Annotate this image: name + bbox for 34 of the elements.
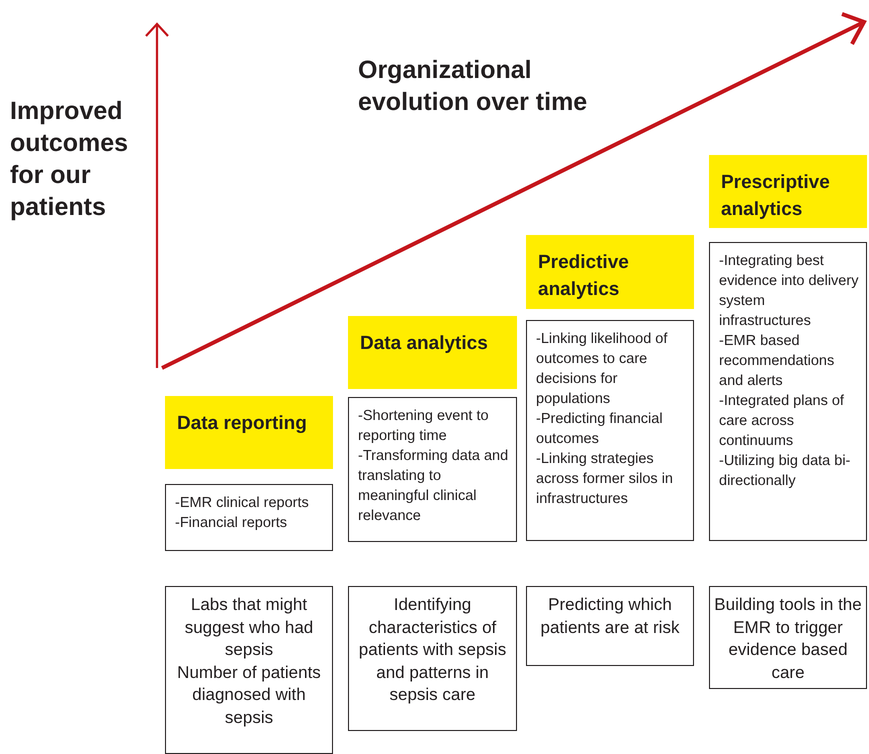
- axis-label: Organizational evolution over time: [358, 55, 588, 118]
- example-box: [165, 586, 333, 754]
- example-text: Identifying characteristics of patients with sepsis and patterns in sepsis care: [358, 594, 508, 706]
- bullet-text: -Predicting financial outcomes: [536, 410, 664, 449]
- heading-text: Data reporting: [177, 412, 308, 436]
- bullet-text: -EMR clinical reports: [175, 494, 310, 513]
- bullet-box: [709, 242, 867, 541]
- stage-heading: [165, 396, 333, 469]
- bullet-text: -Utilizing big data bi-directionally: [719, 452, 852, 491]
- stage-heading: [348, 316, 517, 389]
- example-box: [348, 586, 517, 731]
- bullet-text: -EMR based recommendations and alerts: [719, 332, 836, 391]
- example-text: Building tools in the EMR to trigger evidence based care: [714, 594, 862, 684]
- heading-text: Predictive analytics: [538, 251, 630, 302]
- bullet-text: -Linking likelihood of outcomes to care decisions for populations: [536, 330, 668, 409]
- heading-text: Data analytics: [360, 332, 489, 356]
- stage-heading: [709, 155, 867, 228]
- example-box: [526, 586, 694, 666]
- bullet-text: -Integrating best evidence into delivery system infrastructures: [719, 252, 860, 331]
- bullet-text: -Integrated plans of care across continuums: [719, 392, 845, 451]
- example-text: Labs that might suggest who had sepsis: [184, 594, 314, 662]
- bullet-box: [526, 320, 694, 541]
- bullet-box: [348, 397, 517, 542]
- bullet-text: -Linking strategies across former silos in infrastructures: [536, 450, 674, 509]
- bullet-text: -Shortening event to reporting time: [358, 407, 490, 446]
- axis-label: Improved outcomes for our patients: [10, 96, 130, 223]
- bullet-box: [165, 484, 333, 551]
- heading-text: Prescriptive analytics: [721, 171, 831, 222]
- stage-heading: [526, 235, 694, 309]
- bullet-text: -Financial reports: [175, 514, 288, 533]
- example-text: Number of patients diagnosed with sepsis: [176, 662, 322, 729]
- bullet-text: -Transforming data and translating to meaningful clinical relevance: [358, 447, 510, 526]
- example-text: Predicting which patients are at risk: [540, 594, 680, 639]
- example-box: [709, 586, 867, 689]
